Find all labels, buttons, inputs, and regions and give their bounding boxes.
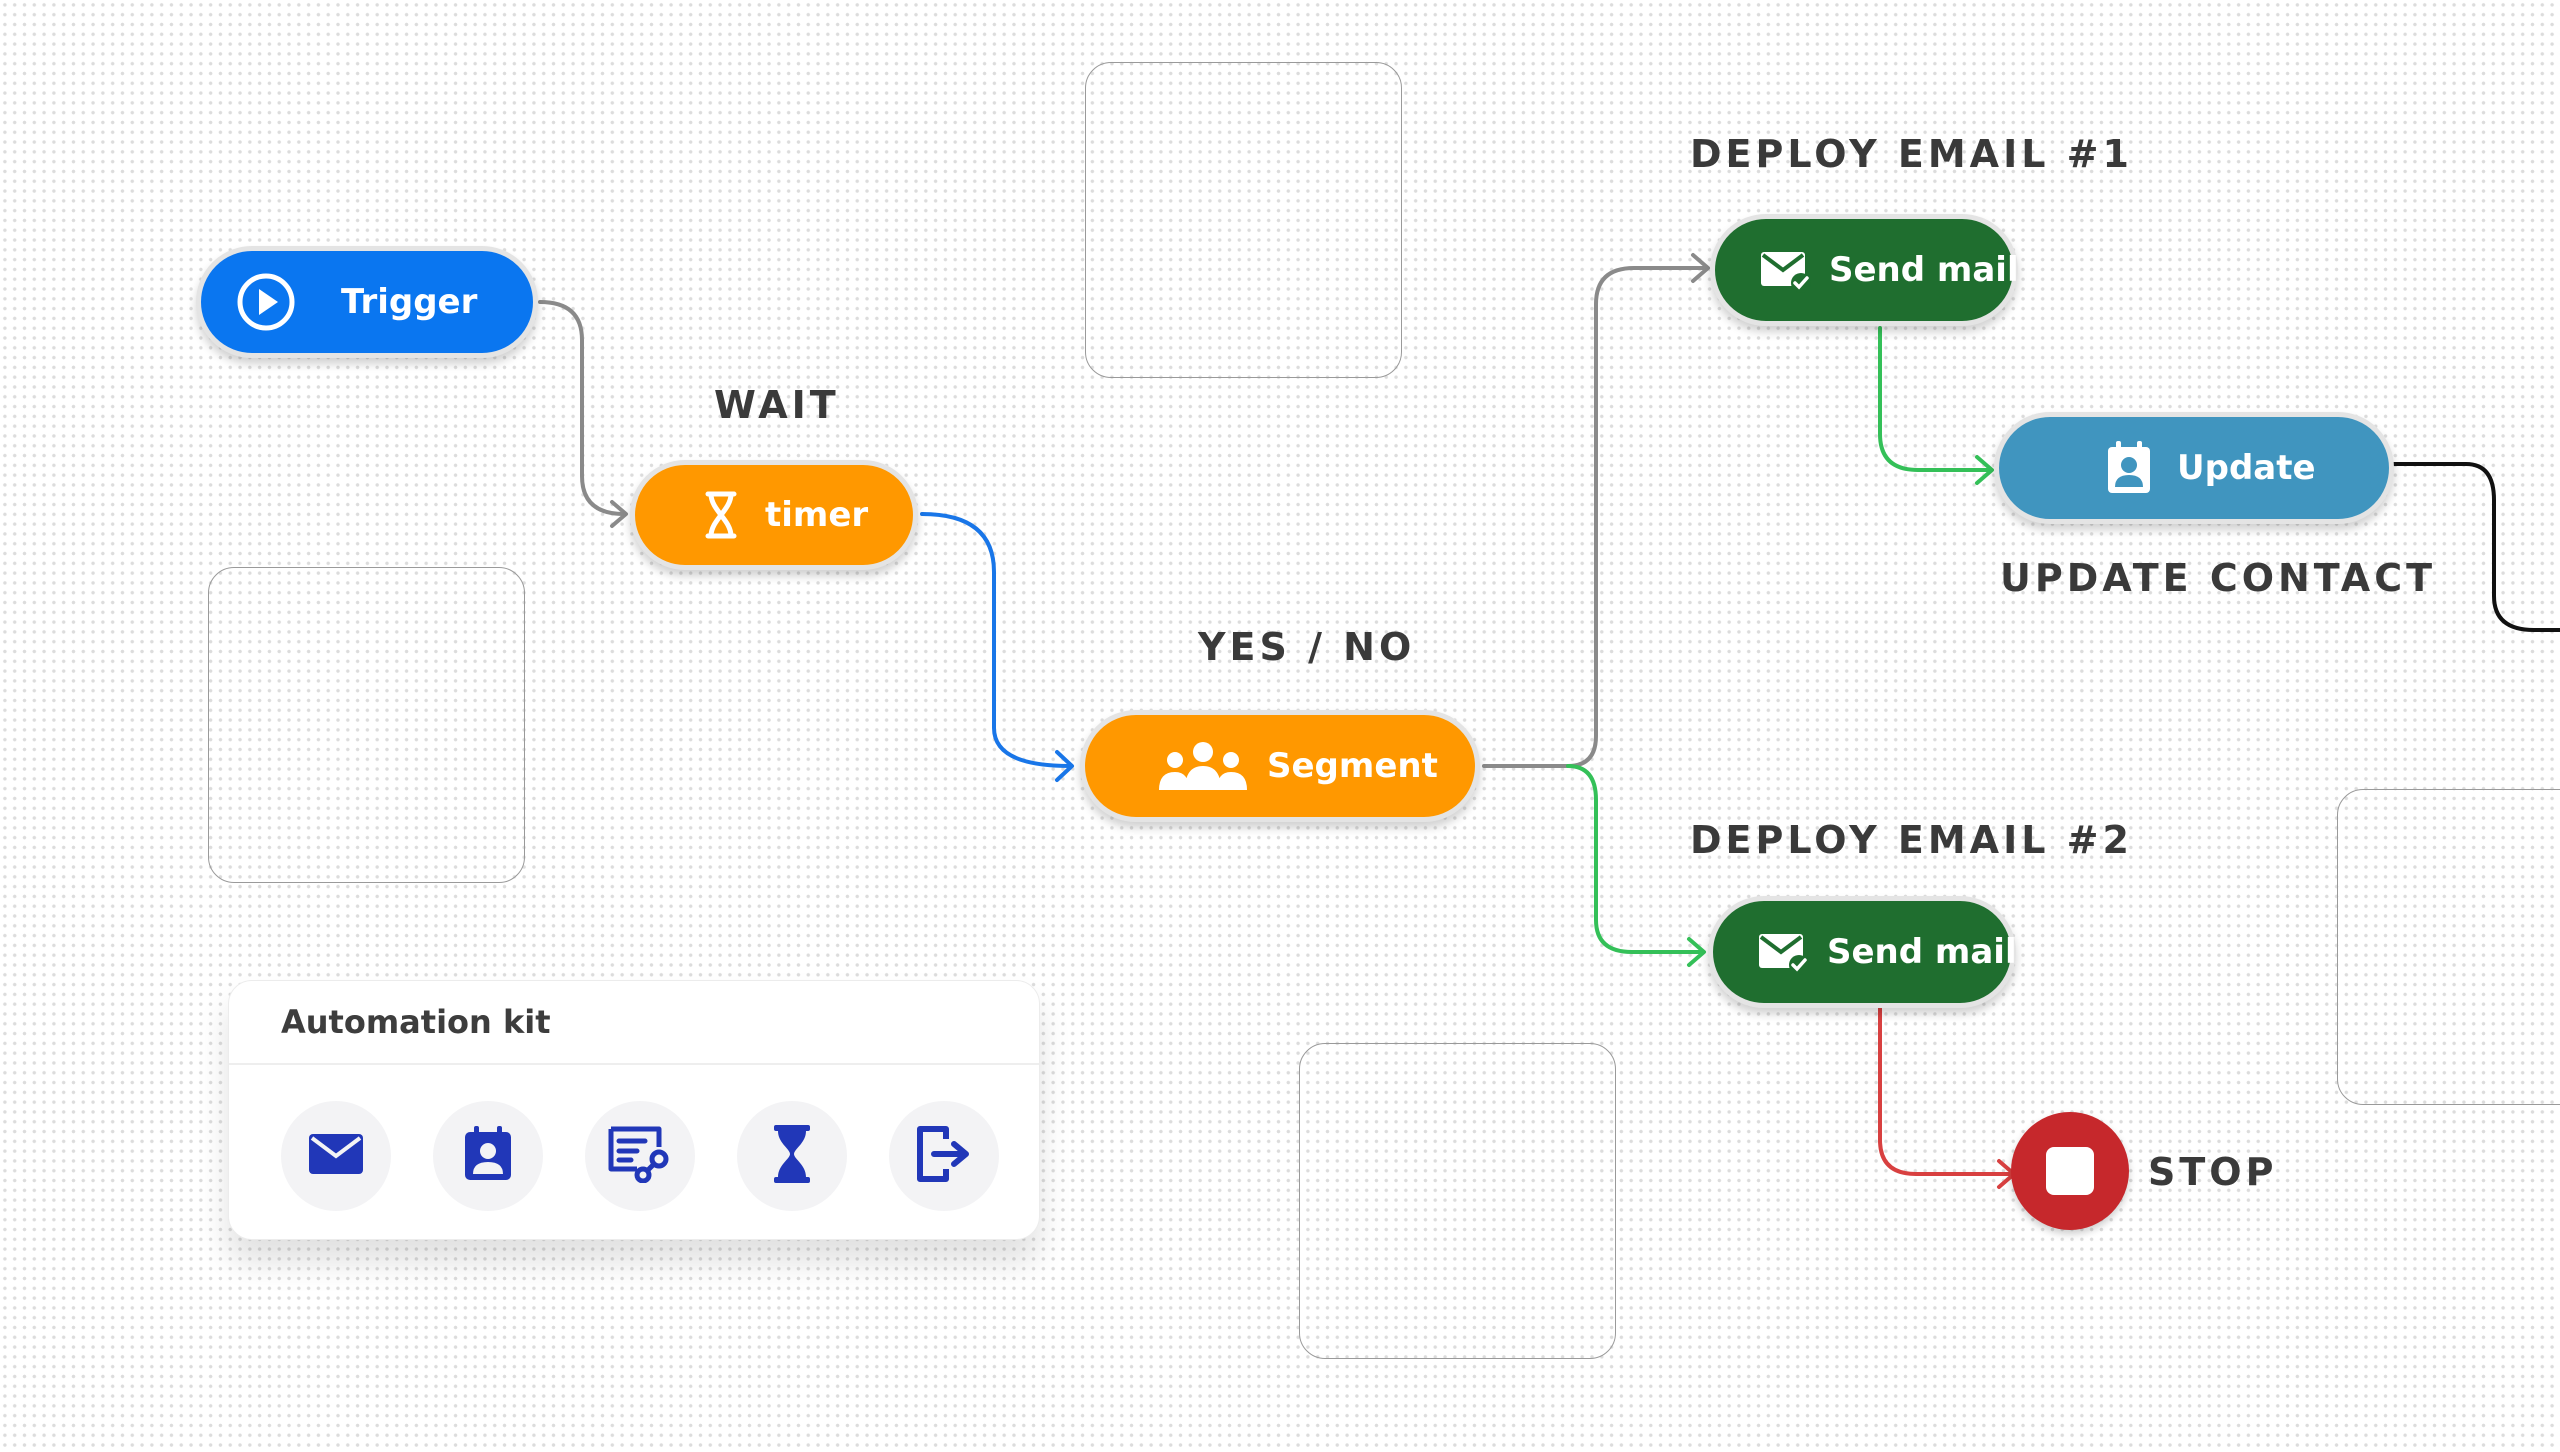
arrow-head [1691, 253, 1710, 283]
connector-trigger-timer [538, 300, 626, 516]
connector-segment-email1 [1566, 266, 1708, 768]
stop-label: STOP [2148, 1150, 2278, 1194]
kit-tool-contact[interactable] [433, 1101, 543, 1211]
kit-divider [229, 1063, 1039, 1065]
wait-label: WAIT [714, 383, 840, 427]
send-mail-node-1[interactable]: Send mail [1710, 214, 2019, 326]
kit-tool-form-settings[interactable] [585, 1101, 695, 1211]
deploy-email-2-label: DEPLOY EMAIL #2 [1690, 818, 2133, 862]
trigger-label: Trigger [341, 282, 478, 322]
empty-frame [208, 567, 525, 883]
automation-kit-panel: Automation kit [228, 980, 1040, 1240]
yes-no-label: YES / NO [1198, 625, 1416, 669]
mail-check-icon [1755, 928, 1811, 976]
kit-tool-timer[interactable] [737, 1101, 847, 1211]
deploy-email-1-label: DEPLOY EMAIL #1 [1690, 132, 2133, 176]
stop-node[interactable] [2011, 1112, 2129, 1230]
timer-label: timer [765, 495, 869, 535]
send-mail-1-label: Send mail [1829, 250, 2019, 290]
segment-label: Segment [1267, 746, 1438, 786]
timer-node[interactable]: timer [630, 460, 918, 570]
connector-segment-email2 [1566, 764, 1704, 954]
form-settings-icon [607, 1125, 673, 1187]
empty-frame [1299, 1043, 1616, 1359]
arrow-head [1687, 937, 1706, 967]
kit-tool-exit[interactable] [889, 1101, 999, 1211]
connector-update-next [2392, 462, 2560, 632]
send-mail-node-2[interactable]: Send mail [1708, 896, 2017, 1008]
update-label: Update [2177, 448, 2316, 488]
connector-timer-segment [920, 512, 1072, 768]
trigger-node[interactable]: Trigger [196, 246, 538, 358]
segment-node[interactable]: Segment [1080, 710, 1480, 822]
update-contact-label: UPDATE CONTACT [2000, 556, 2436, 600]
arrow-head [1975, 455, 1994, 485]
exit-icon [916, 1125, 972, 1187]
update-node[interactable]: Update [1994, 412, 2394, 524]
hourglass-icon [772, 1125, 812, 1187]
empty-frame [2337, 789, 2560, 1105]
connector-email2-stop [1878, 1006, 2014, 1176]
send-mail-2-label: Send mail [1827, 932, 2017, 972]
mail-check-icon [1757, 246, 1813, 294]
empty-frame [1085, 62, 1402, 378]
connector-email1-update [1878, 326, 1992, 472]
contact-card-icon [2103, 440, 2155, 496]
hourglass-icon [701, 488, 741, 542]
arrow-head [610, 500, 628, 528]
kit-tool-mail[interactable] [281, 1101, 391, 1211]
mail-icon [307, 1132, 365, 1180]
automation-kit-title: Automation kit [281, 1003, 551, 1041]
arrow-head [1055, 750, 1074, 782]
group-icon [1155, 740, 1251, 792]
stop-icon [2046, 1147, 2094, 1195]
contact-card-icon [463, 1126, 513, 1186]
play-circle-icon [235, 271, 297, 333]
